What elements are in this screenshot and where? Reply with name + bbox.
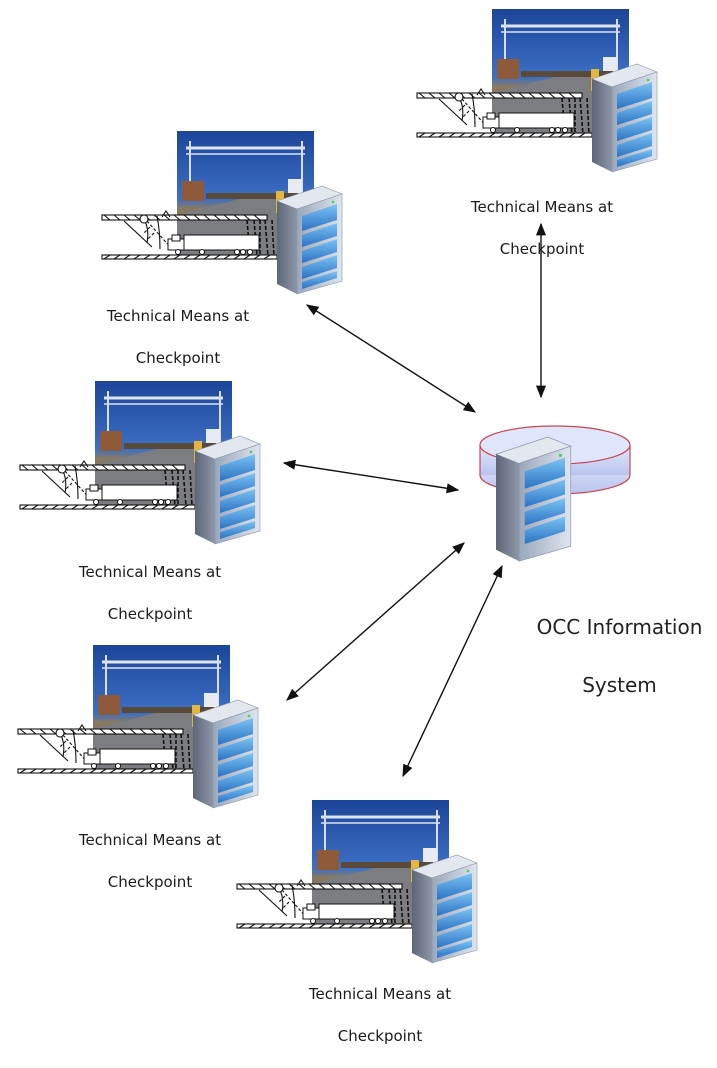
checkpoint-label-3: Technical Means at Checkpoint [50,541,250,646]
arrow-checkpoint-3 [282,459,460,494]
checkpoint-label-1: Technical Means at Checkpoint [442,176,642,281]
network-diagram [16,7,659,965]
checkpoint-label-2-line1: Technical Means at [106,307,250,325]
checkpoint-label-4-line2: Checkpoint [107,873,193,891]
checkpoint-label-3-line2: Checkpoint [107,605,193,623]
arrow-checkpoint-4 [286,542,465,701]
occ-label-line1: OCC Information [536,615,703,639]
checkpoint-node-2 [100,129,344,296]
arrow-checkpoint-5 [402,564,503,778]
occ-server-icon [494,436,572,562]
arrow-checkpoint-2 [305,304,477,413]
occ-system-label: OCC Information System [522,584,717,729]
occ-label-line2: System [582,673,657,697]
checkpoint-node-3 [18,379,262,546]
checkpoint-node-4 [16,643,260,810]
checkpoint-label-5: Technical Means at Checkpoint [280,963,480,1068]
checkpoint-label-4: Technical Means at Checkpoint [50,809,250,914]
checkpoint-label-1-line2: Checkpoint [499,240,585,258]
checkpoint-node-1 [415,7,659,174]
checkpoint-label-1-line1: Technical Means at [470,198,614,216]
checkpoint-label-5-line1: Technical Means at [308,985,452,1003]
checkpoint-label-2-line2: Checkpoint [135,349,221,367]
connection-arrows [282,222,547,778]
checkpoint-node-5 [235,798,479,965]
checkpoint-label-2: Technical Means at Checkpoint [78,285,278,390]
checkpoint-label-3-line1: Technical Means at [78,563,222,581]
checkpoint-label-5-line2: Checkpoint [337,1027,423,1045]
checkpoint-label-4-line1: Technical Means at [78,831,222,849]
